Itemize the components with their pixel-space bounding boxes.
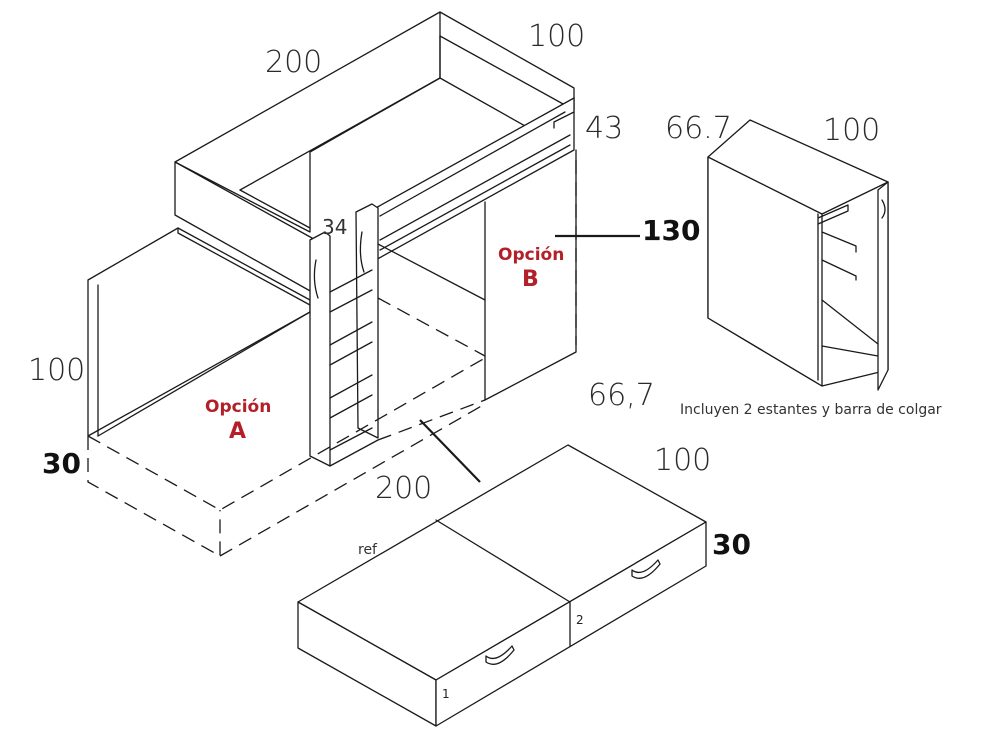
wardrobe-side	[707, 156, 823, 387]
option-a-dashed-base	[87, 357, 486, 511]
trundle-width-label: 100	[654, 443, 711, 478]
bottom-length-label: 200	[375, 471, 432, 506]
option-a-height-label: 30	[42, 447, 81, 480]
wardrobe-note: Incluyen 2 estantes y barra de colgar	[680, 402, 942, 418]
wardrobe-depth-label: 66.7	[665, 111, 732, 146]
wardrobe-drawing	[707, 119, 889, 391]
side-height-label: 100	[28, 353, 85, 388]
trundle-drawing	[297, 444, 707, 727]
option-b-height-label: 130	[642, 214, 700, 247]
trundle-ref-label: ref	[358, 542, 378, 558]
option-a-letter: A	[229, 419, 246, 444]
drawer-1-number: 1	[442, 687, 450, 701]
option-b-depth-label: 66,7	[588, 378, 655, 413]
ladder-gap-label: 34	[322, 215, 347, 239]
bed-length-label: 200	[265, 45, 322, 80]
rail-height-label: 43	[585, 111, 623, 146]
option-a-label: Opción	[205, 397, 271, 417]
drawer-1-handle	[485, 645, 515, 665]
drawer-2-handle	[631, 559, 661, 579]
option-b-label: Opción	[498, 245, 564, 265]
option-b-letter: B	[522, 267, 539, 292]
wardrobe-width-label: 100	[823, 113, 880, 148]
bed-width-label: 100	[528, 19, 585, 54]
bunk-bed-drawing	[87, 11, 640, 558]
trundle-height-label: 30	[712, 528, 751, 561]
ladder-right-post	[355, 203, 379, 439]
ladder-left-post	[309, 231, 331, 467]
wardrobe-door	[877, 181, 889, 391]
drawer-2-number: 2	[576, 613, 584, 627]
